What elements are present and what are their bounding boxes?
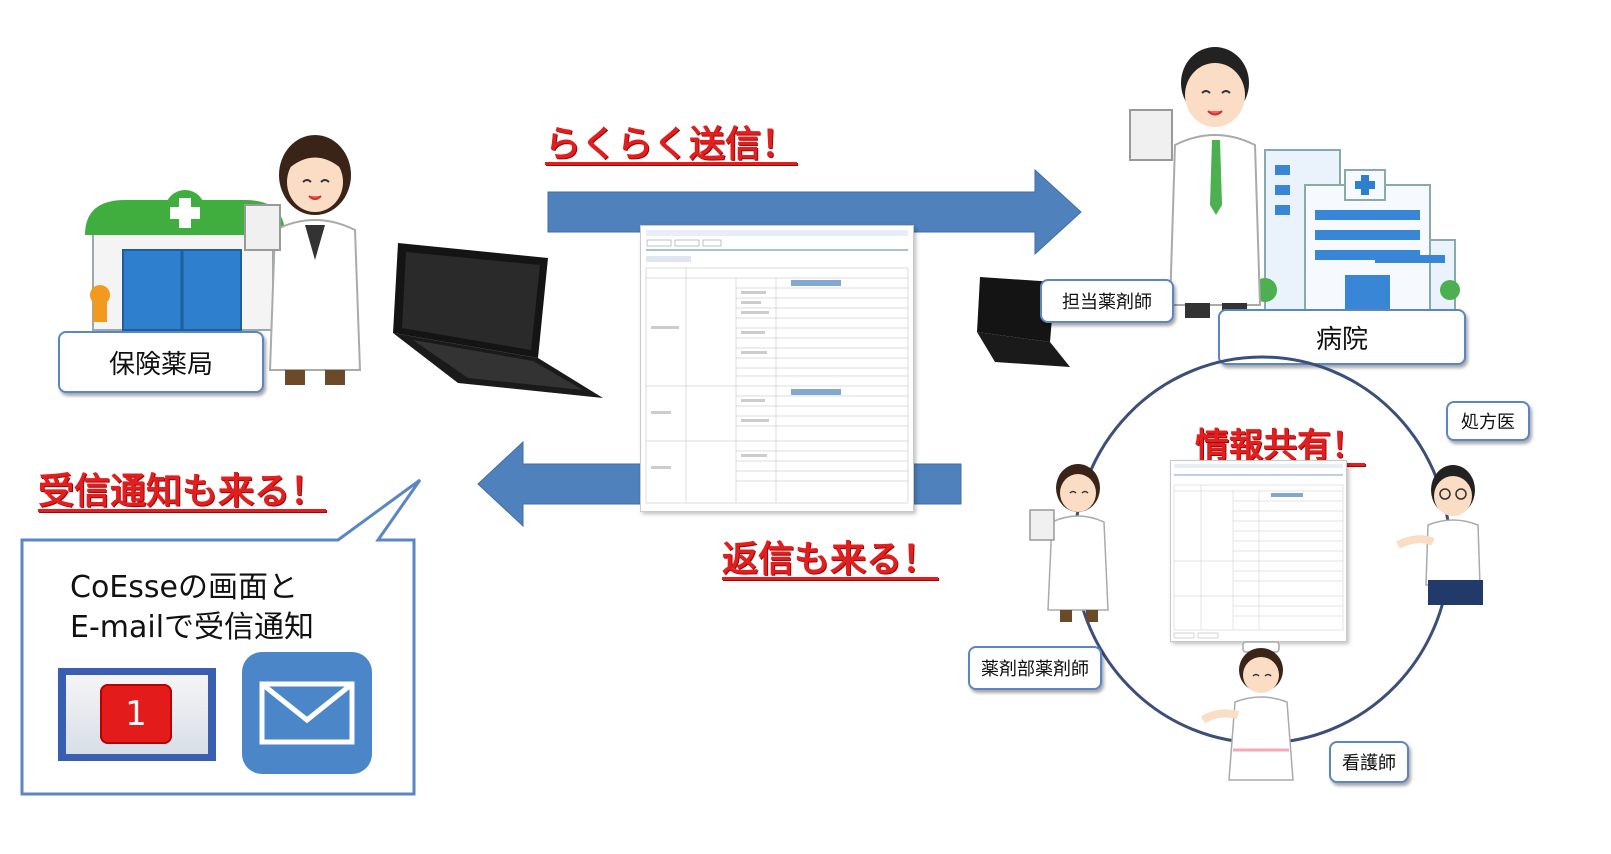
pharmacist-woman-icon [244, 135, 362, 385]
coesse-form-screenshot [640, 225, 914, 512]
pharmacist-in-charge-text: 担当薬剤師 [1062, 292, 1152, 313]
shared-form-screenshot [1170, 460, 1347, 642]
prescriber-doctor-icon [1396, 465, 1483, 605]
laptop-icon-right [977, 277, 1070, 367]
badge-count: 1 [125, 694, 147, 734]
laptop-icon [393, 243, 603, 398]
nurse-text: 看護師 [1342, 753, 1396, 774]
send-arrow [547, 168, 1082, 256]
reply-headline: 返信も来る！ [722, 539, 939, 580]
prescriber-text: 処方医 [1461, 412, 1515, 433]
hospital-building-icon [1253, 149, 1460, 311]
badge-icon: 1 [58, 668, 216, 761]
pharmacist-man-icon [1129, 47, 1262, 318]
notification-headline: 受信通知も来る！ [38, 471, 327, 512]
nurse-label: 看護師 [1329, 741, 1409, 783]
dept-pharmacist-icon [1029, 464, 1109, 622]
pharmacy-label-text: 保険薬局 [108, 349, 213, 380]
dept-pharmacist-label: 薬剤部薬剤師 [968, 646, 1102, 690]
nurse-icon [1200, 641, 1294, 781]
easy-send-headline: らくらく送信！ [545, 124, 798, 165]
pharmacy-label: 保険薬局 [58, 331, 264, 393]
mail-icon [242, 652, 372, 774]
info-sharing-headline: 情報共有！ [1195, 426, 1365, 466]
notice-line-1: CoEsseの画面と [70, 570, 298, 605]
pharmacy-building-icon [85, 190, 285, 331]
pharmacist-in-charge-label: 担当薬剤師 [1040, 279, 1174, 323]
notice-line-2: E-mailで受信通知 [70, 610, 315, 645]
dept-pharmacist-text: 薬剤部薬剤師 [981, 659, 1089, 680]
prescriber-label: 処方医 [1446, 401, 1530, 441]
hospital-label-text: 病院 [1315, 324, 1368, 355]
